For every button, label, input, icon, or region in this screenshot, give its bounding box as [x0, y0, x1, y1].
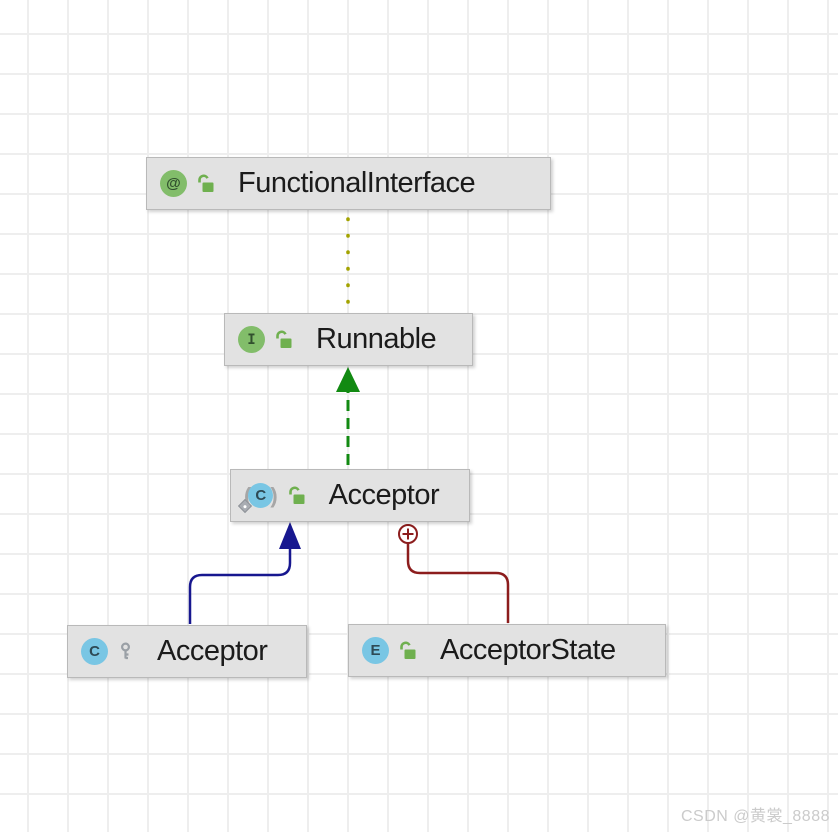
csdn-watermark: CSDN @黄裳_8888 — [680, 808, 830, 825]
annotation-icon: @ — [160, 170, 187, 197]
unlocked-icon — [397, 640, 418, 661]
edge-inner-class[interactable] — [398, 524, 510, 623]
anonymous-class-icon: ( C ) — [237, 482, 278, 514]
edge-generalization[interactable] — [188, 522, 301, 624]
node-label: AcceptorState — [440, 634, 616, 666]
interface-icon: I — [238, 326, 265, 353]
unlocked-icon — [273, 329, 294, 350]
node-runnable[interactable]: I Runnable — [224, 313, 473, 366]
class-icon: C — [81, 638, 108, 665]
unlocked-icon — [195, 173, 216, 194]
node-acceptor-nested[interactable]: C Acceptor — [67, 625, 307, 678]
node-acceptor-state[interactable]: E AcceptorState — [348, 624, 666, 677]
node-label: Runnable — [316, 323, 437, 355]
node-label: FunctionalInterface — [238, 167, 476, 199]
unlocked-icon — [286, 485, 307, 506]
node-label: Acceptor — [328, 479, 440, 511]
edge-implements[interactable] — [336, 367, 360, 465]
generalization-arrowhead — [279, 522, 301, 549]
node-acceptor-main[interactable]: ( C ) Acceptor — [230, 469, 470, 522]
key-icon — [116, 641, 135, 662]
enum-icon: E — [362, 637, 389, 664]
node-label: Acceptor — [157, 635, 268, 667]
implements-arrowhead — [336, 367, 360, 392]
node-functional-interface[interactable]: @ FunctionalInterface — [146, 157, 551, 210]
